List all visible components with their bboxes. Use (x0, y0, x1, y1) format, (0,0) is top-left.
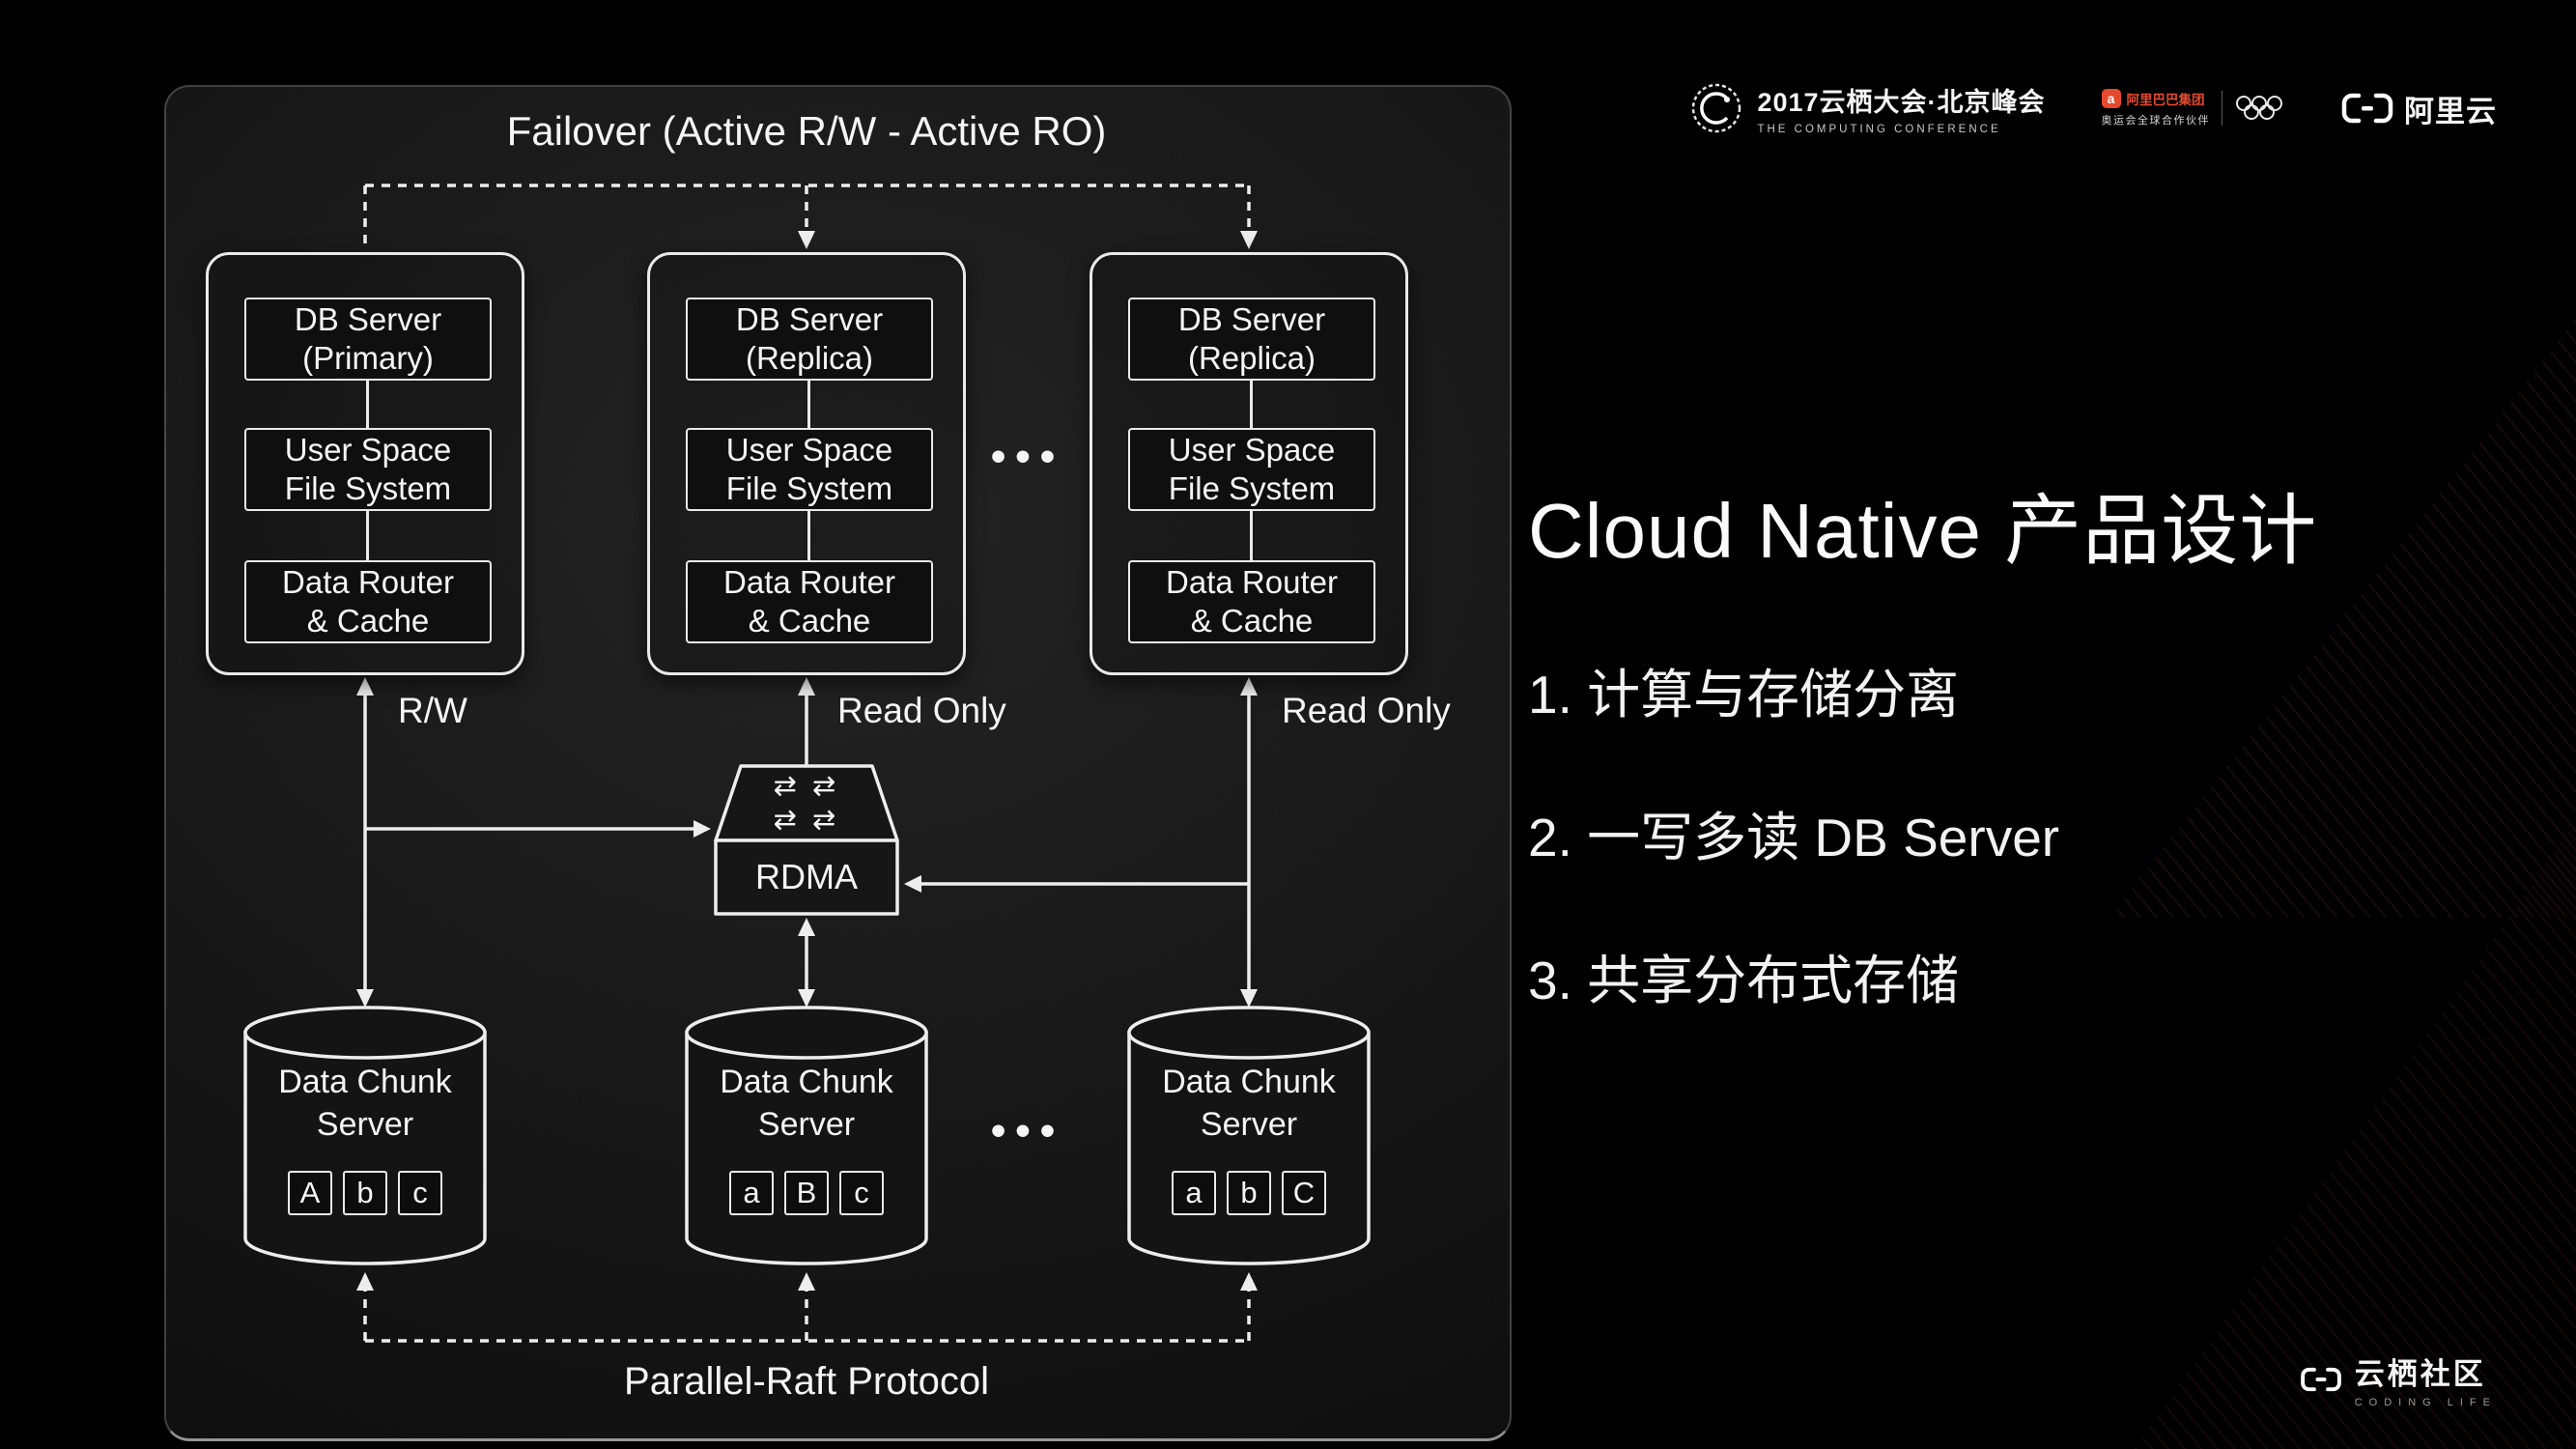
user-space-fs-box: User Space File System (686, 428, 933, 511)
data-router-cache-box: Data Router & Cache (1128, 560, 1375, 643)
connector-lines (363, 184, 1251, 1343)
data-router-cache-box: Data Router & Cache (244, 560, 492, 643)
point-1: 1. 计算与存储分离 (1528, 665, 1960, 724)
olympic-partner-label: 奥运会全球合作伙伴 (2101, 115, 2210, 127)
rw-arrow-label: R/W (398, 691, 467, 730)
chunk-cell: b (343, 1171, 387, 1215)
chunk-cell: a (1172, 1171, 1216, 1215)
alibaba-group-row: a 阿里巴巴集团 (2101, 89, 2211, 108)
community-logo: 云栖社区 CODING LIFE (2300, 1350, 2497, 1408)
community-logo-icon (2300, 1367, 2341, 1391)
chunk-cell: A (288, 1171, 332, 1215)
conference-text: 2017云栖大会·北京峰会 THE COMPUTING CONFERENCE (1757, 81, 2045, 135)
more-nodes-ellipsis: ••• (990, 433, 1065, 480)
olympic-rings-icon (2236, 96, 2282, 120)
node-connector (1250, 381, 1253, 428)
chunk-cell: a (729, 1171, 774, 1215)
chunk-server-chunks: a B c (687, 1171, 926, 1215)
slide-title: Cloud Native 产品设计 (1528, 488, 2318, 574)
aliyun-bracket-icon (2341, 93, 2393, 124)
node-connector (807, 511, 810, 560)
chunk-cell: c (839, 1171, 884, 1215)
header-logos: 2017云栖大会·北京峰会 THE COMPUTING CONFERENCE a… (1689, 81, 2497, 135)
background-stripe-pattern-upper (2109, 319, 2576, 918)
conference-subtitle: THE COMPUTING CONFERENCE (1757, 124, 2001, 135)
alibaba-group-icon: a (2101, 89, 2121, 108)
data-router-cache-box: Data Router & Cache (686, 560, 933, 643)
parallel-raft-label: Parallel-Raft Protocol (624, 1360, 989, 1403)
alibaba-group-label: 阿里巴巴集团 (2126, 93, 2205, 107)
chunk-cell: c (398, 1171, 442, 1215)
node-connector (366, 511, 369, 560)
rdma-switch-shape (714, 764, 899, 916)
conference-logo-icon (1692, 83, 1741, 133)
failover-title: Failover (Active R/W - Active RO) (506, 108, 1107, 154)
db-stack-replica-1: DB Server (Replica) User Space File Syst… (647, 252, 966, 675)
chunk-cell: B (784, 1171, 829, 1215)
node-connector (366, 381, 369, 428)
rdma-switch-arrows-icon: ⇄ ⇄ ⇄ ⇄ (773, 771, 840, 836)
point-2: 2. 一写多读 DB Server (1528, 808, 2060, 867)
olympic-partner-logo: a 阿里巴巴集团 奥运会全球合作伙伴 (2101, 89, 2285, 128)
aliyun-label: 阿里云 (2404, 94, 2497, 128)
db-server-replica-box: DB Server (Replica) (686, 298, 933, 381)
aliyun-logo: 阿里云 (2340, 87, 2497, 130)
chunk-server-label: Data Chunk Server (278, 1064, 452, 1144)
community-name: 云栖社区 (2354, 1357, 2486, 1391)
architecture-diagram-panel: Failover (Active R/W - Active RO) DB Ser… (164, 85, 1512, 1441)
chunk-server-label: Data Chunk Server (1162, 1064, 1336, 1144)
conference-logo: 2017云栖大会·北京峰会 THE COMPUTING CONFERENCE (1689, 81, 2045, 135)
rdma-label: RDMA (755, 857, 858, 896)
conference-title: 2017云栖大会·北京峰会 (1757, 88, 2046, 117)
node-connector (1250, 511, 1253, 560)
node-connector (807, 381, 810, 428)
community-tagline: CODING LIFE (2354, 1397, 2497, 1408)
db-server-primary-box: DB Server (Primary) (244, 298, 492, 381)
chunk-server-chunks: a b C (1129, 1171, 1369, 1215)
chunk-server-label: Data Chunk Server (720, 1064, 893, 1144)
user-space-fs-box: User Space File System (1128, 428, 1375, 511)
chunk-cell: C (1282, 1171, 1326, 1215)
read-only-arrow-label: Read Only (1282, 691, 1451, 730)
more-nodes-ellipsis: ••• (990, 1107, 1065, 1154)
bullet-points: 1. 计算与存储分离 2. 一写多读 DB Server 3. 共享分布式存储 (1528, 665, 2059, 1094)
chunk-server-chunks: A b c (245, 1171, 485, 1215)
db-stack-primary: DB Server (Primary) User Space File Syst… (206, 252, 524, 675)
user-space-fs-box: User Space File System (244, 428, 492, 511)
community-text: 云栖社区 CODING LIFE (2355, 1350, 2497, 1408)
olympic-partner-text: a 阿里巴巴集团 奥运会全球合作伙伴 (2101, 89, 2211, 128)
read-only-arrow-label: Read Only (837, 691, 1006, 730)
db-stack-replica-2: DB Server (Replica) User Space File Syst… (1090, 252, 1408, 675)
arrowheads (356, 231, 1258, 1291)
db-server-replica-box: DB Server (Replica) (1128, 298, 1375, 381)
chunk-cell: b (1227, 1171, 1271, 1215)
point-3: 3. 共享分布式存储 (1528, 951, 1960, 1010)
